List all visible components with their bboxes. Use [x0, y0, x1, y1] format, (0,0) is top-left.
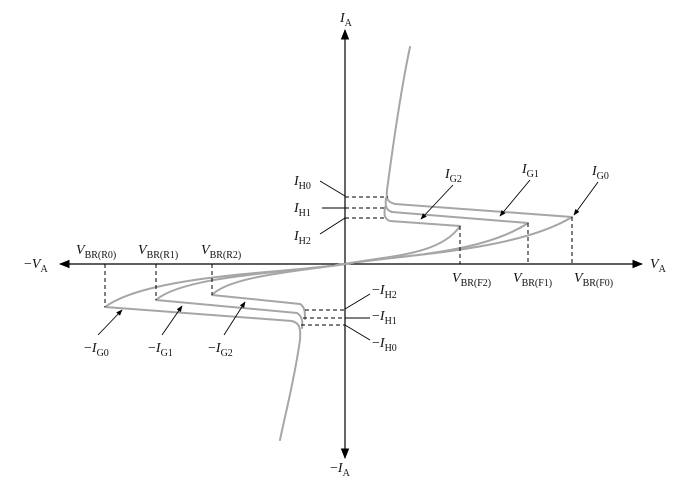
label-ig2: IG2 — [444, 167, 462, 185]
forward-curve-ig2 — [344, 206, 461, 265]
label-vbr-f2: VBR(F2) — [452, 271, 491, 289]
label-neg-ih1: −IH1 — [372, 309, 397, 327]
axis-label-neg-va: −VA — [24, 257, 48, 275]
label-vbr-r2: VBR(R2) — [201, 243, 241, 261]
axis-label-ia: IA — [339, 11, 353, 29]
axis-label-va: VA — [650, 257, 667, 275]
label-ih0: IH0 — [293, 174, 311, 192]
label-neg-ig2: −IG2 — [208, 341, 233, 359]
arrow-neg-ig1 — [161, 305, 183, 336]
leader-neg-h2 — [344, 293, 371, 310]
label-ih2: IH2 — [293, 229, 311, 247]
forward-curve-ig1 — [344, 197, 529, 265]
label-vbr-f0: VBR(F0) — [574, 271, 613, 289]
label-ih1: IH1 — [293, 201, 311, 219]
reverse-curve-ig0 — [104, 263, 346, 441]
arrow-ig1 — [499, 179, 531, 217]
arrow-neg-ig0 — [97, 309, 123, 336]
forward-curve-ig0 — [344, 46, 573, 265]
reverse-curve-ig2 — [211, 263, 346, 320]
arrow-ig0 — [573, 181, 599, 216]
label-neg-ig1: −IG1 — [148, 341, 173, 359]
leader-h0 — [319, 180, 346, 197]
label-neg-ig0: −IG0 — [84, 341, 109, 359]
arrow-ig2 — [420, 184, 454, 220]
label-ig1: IG1 — [521, 162, 539, 180]
arrow-neg-ig2 — [223, 301, 246, 336]
label-ig0: IG0 — [591, 164, 609, 182]
label-vbr-f1: VBR(F1) — [513, 271, 552, 289]
label-neg-ih2: −IH2 — [372, 283, 397, 301]
label-vbr-r0: VBR(R0) — [76, 243, 116, 261]
leader-neg-h0 — [344, 324, 371, 341]
leader-h2 — [319, 217, 346, 235]
label-neg-ih0: −IH0 — [372, 336, 397, 354]
axis-label-neg-ia: −IA — [330, 461, 351, 479]
label-vbr-r1: VBR(R1) — [138, 243, 178, 261]
